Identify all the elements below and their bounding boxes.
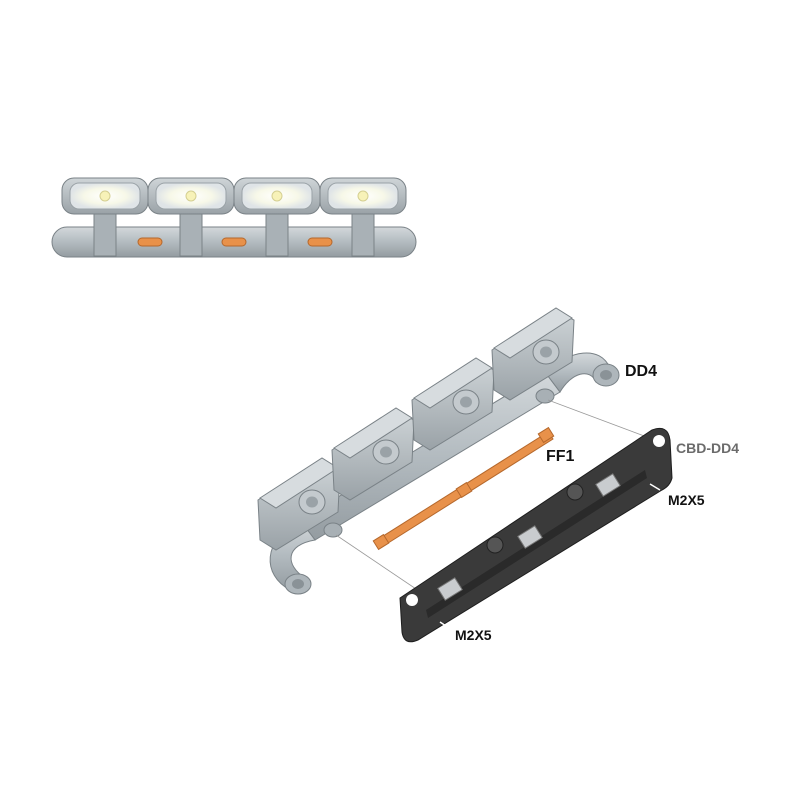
front-lamp-4 bbox=[319, 177, 407, 257]
bracket-clip-1 bbox=[437, 577, 463, 601]
iso-lamp-pivot-hole bbox=[540, 346, 552, 358]
front-lamp-stem bbox=[93, 209, 117, 257]
bracket-clip-3 bbox=[595, 473, 621, 497]
bracket-hole-left bbox=[406, 594, 418, 606]
front-lamp-stem bbox=[351, 209, 375, 257]
iso-lamp-top bbox=[493, 307, 573, 359]
label-dd4: DD4 bbox=[625, 363, 657, 380]
bracket-boss-2 bbox=[566, 483, 584, 501]
light-bar-front-view bbox=[51, 177, 417, 258]
front-lamp-1 bbox=[61, 177, 149, 257]
cbd-dd4-bracket bbox=[399, 427, 673, 643]
light-bar-isometric-view: DD4 FF1 CBD-DD4 M2X5 M2X5 bbox=[257, 307, 739, 643]
front-lamp-stem bbox=[179, 209, 203, 257]
label-m2x5-left: M2X5 bbox=[455, 627, 492, 643]
screw-mark-right bbox=[649, 483, 661, 491]
ff1-tab-right bbox=[537, 426, 555, 444]
iso-lamp-1 bbox=[257, 457, 341, 551]
bracket-clip-2 bbox=[517, 525, 543, 549]
front-lamp-led bbox=[185, 190, 197, 202]
iso-lamp-pivot-hole bbox=[460, 396, 472, 408]
front-lamp-led bbox=[357, 190, 369, 202]
iso-lamp-4 bbox=[491, 307, 575, 401]
front-marker-light-3 bbox=[307, 237, 333, 247]
screw-mark-left bbox=[439, 621, 453, 631]
ff1-part bbox=[372, 426, 555, 551]
label-ff1: FF1 bbox=[546, 448, 575, 465]
front-marker-light-1 bbox=[137, 237, 163, 247]
label-cbd-dd4: CBD-DD4 bbox=[676, 440, 739, 456]
iso-left-mount-peg bbox=[323, 522, 343, 538]
iso-right-mount-peg bbox=[535, 388, 555, 404]
front-lamp-2 bbox=[147, 177, 235, 257]
bracket-hole-right bbox=[653, 435, 665, 447]
leader-line-right bbox=[547, 399, 656, 441]
iso-lamp-top bbox=[413, 357, 493, 409]
iso-lamp-3 bbox=[411, 357, 495, 451]
bracket-lower-slot bbox=[426, 470, 647, 618]
front-lamp-led bbox=[271, 190, 283, 202]
bracket-boss-1 bbox=[486, 536, 504, 554]
iso-lamp-2 bbox=[331, 407, 415, 501]
leader-line-left bbox=[335, 534, 426, 596]
ff1-tab-left bbox=[372, 533, 390, 551]
iso-lamp-pivot-hole bbox=[380, 446, 392, 458]
iso-right-end-hole bbox=[600, 370, 612, 380]
iso-lamp-pivot-hole bbox=[306, 496, 318, 508]
front-marker-light-2 bbox=[221, 237, 247, 247]
iso-lamp-top bbox=[333, 407, 413, 459]
ff1-tab-mid bbox=[455, 481, 473, 499]
label-m2x5-right: M2X5 bbox=[668, 492, 705, 508]
front-lamp-led bbox=[99, 190, 111, 202]
iso-left-end-hole bbox=[292, 579, 304, 589]
front-lamp-3 bbox=[233, 177, 321, 257]
front-lamp-stem bbox=[265, 209, 289, 257]
